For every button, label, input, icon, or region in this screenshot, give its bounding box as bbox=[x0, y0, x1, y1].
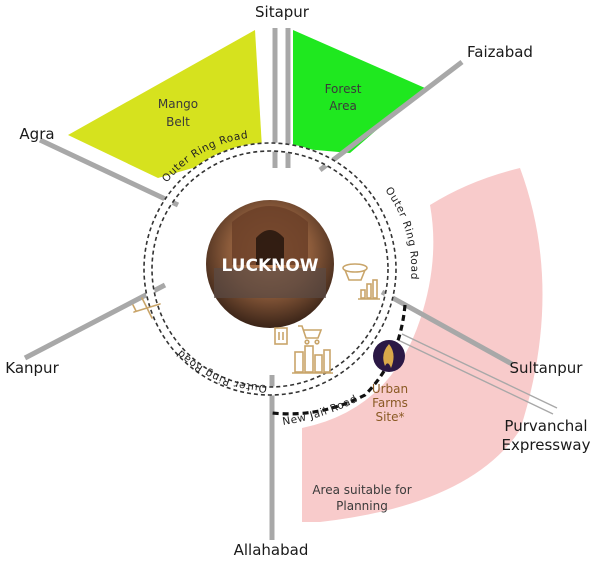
mango-belt-label-1: Mango bbox=[158, 97, 198, 111]
svg-text:Outer Ring Road: Outer Ring Road bbox=[175, 347, 268, 394]
skyline-icon bbox=[292, 345, 333, 374]
site-label-1: Urban bbox=[372, 382, 408, 396]
forest-area-zone bbox=[293, 30, 425, 153]
stadium-icon bbox=[342, 263, 368, 281]
forest-area-label-1: Forest bbox=[325, 82, 362, 96]
city-sitapur: Sitapur bbox=[255, 3, 310, 21]
bar-chart-icon bbox=[358, 279, 380, 300]
lucknow-center: LUCKNOW bbox=[206, 200, 334, 328]
mango-belt-label-2: Belt bbox=[166, 115, 190, 129]
planning-label-1: Area suitable for bbox=[312, 483, 411, 497]
forest-area-label-2: Area bbox=[329, 99, 357, 113]
site-label-3: Site* bbox=[375, 410, 404, 424]
outer-ring-road bbox=[143, 142, 397, 396]
mango-belt-zone bbox=[68, 30, 262, 178]
shopping-cart-icon bbox=[298, 325, 323, 345]
expressway-label-2: Expressway bbox=[502, 436, 591, 454]
outer-ring-road-label-bottom: Outer Ring Road bbox=[175, 347, 267, 394]
city-allahabad: Allahabad bbox=[234, 541, 309, 559]
planning-label-2: Planning bbox=[336, 499, 388, 513]
urban-farms-site-marker bbox=[373, 340, 405, 372]
site-label-2: Farms bbox=[372, 396, 408, 410]
purvanchal-expressway bbox=[397, 333, 558, 415]
expressway-label-1: Purvanchal bbox=[504, 417, 587, 435]
center-label: LUCKNOW bbox=[221, 256, 318, 276]
city-kanpur: Kanpur bbox=[5, 359, 59, 377]
flame-logo-icon bbox=[383, 344, 394, 368]
new-jail-road bbox=[271, 304, 407, 416]
city-faizabad: Faizabad bbox=[467, 43, 533, 61]
planning-area bbox=[302, 168, 543, 522]
city-agra: Agra bbox=[19, 125, 54, 143]
airplane-icon bbox=[132, 297, 161, 319]
building-icon bbox=[274, 327, 288, 345]
city-sultanpur: Sultanpur bbox=[510, 359, 584, 377]
